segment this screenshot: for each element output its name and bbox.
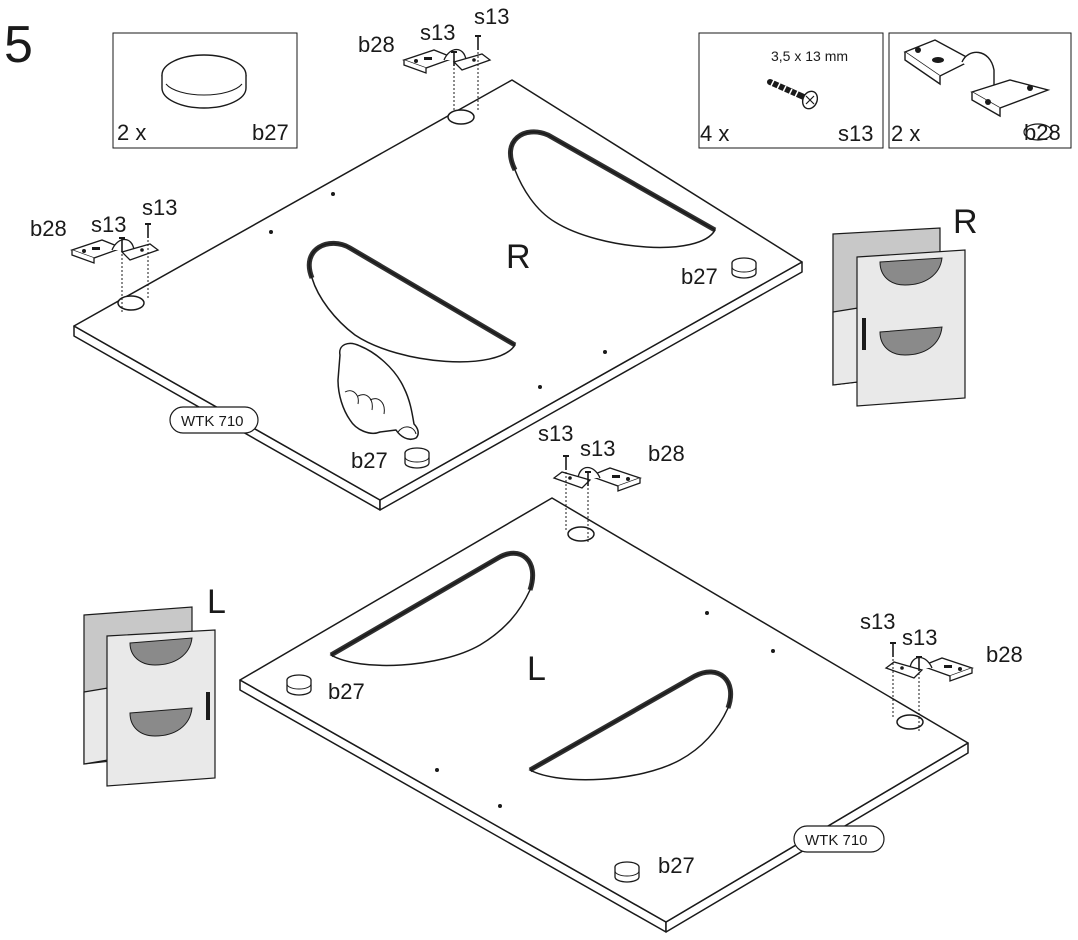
panel-side-label: L — [527, 650, 546, 688]
part-tag: WTK 710 — [169, 406, 259, 434]
legend-qty-b27: 2 x — [117, 120, 146, 145]
cabinet-icon: R — [832, 203, 978, 407]
label-b27: b27 — [658, 853, 695, 878]
handle-cutout — [507, 129, 717, 249]
label-s13: s13 — [474, 4, 509, 29]
legend-qty-b28: 2 x — [891, 121, 920, 146]
bumper-icon — [614, 861, 640, 883]
label-b28: b28 — [358, 32, 395, 57]
bumper-icon — [161, 54, 247, 109]
handle-cutout — [528, 669, 734, 781]
part-tag-text: WTK 710 — [805, 832, 868, 849]
screw-icon — [562, 455, 570, 471]
hinge-icon — [903, 39, 1053, 141]
legend-spec-s13: 3,5 x 13 mm — [771, 48, 848, 64]
label-b27: b27 — [328, 679, 365, 704]
bumper-icon — [404, 447, 430, 469]
label-s13: s13 — [860, 609, 895, 634]
label-b27: b27 — [351, 448, 388, 473]
label-b28: b28 — [986, 642, 1023, 667]
panel-side-label: R — [506, 238, 531, 276]
handle-cutout — [329, 550, 536, 667]
part-tag-text: WTK 710 — [181, 413, 244, 430]
legend-box-s13: 3,5 x 13 mm 4 x s13 — [698, 32, 884, 149]
legend-code-s13: s13 — [838, 121, 873, 146]
label-b28: b28 — [648, 441, 685, 466]
panel-left: L WTK 710 s13 s13 b28 s13 s13 b28 b27 b2… — [239, 421, 1023, 933]
hinge-icon — [885, 656, 973, 682]
legend-box-b28: 2 x b28 — [888, 32, 1072, 149]
screw-icon — [889, 642, 897, 658]
hand-icon — [337, 342, 419, 441]
part-tag: WTK 710 — [793, 825, 885, 853]
label-b27: b27 — [681, 264, 718, 289]
label-s13: s13 — [420, 20, 455, 45]
step-number: 5 — [4, 16, 33, 74]
screw-icon — [767, 79, 819, 110]
hinge-icon — [71, 238, 159, 264]
cabinet-side-label: L — [207, 583, 226, 621]
legend-qty-s13: 4 x — [700, 121, 729, 146]
bumper-icon — [286, 674, 312, 696]
handle-cutout — [306, 241, 517, 363]
legend-box-b27: 2 x b27 — [112, 32, 298, 149]
screw-icon — [474, 35, 482, 51]
label-s13: s13 — [142, 195, 177, 220]
label-s13: s13 — [538, 421, 573, 446]
panel-right: R WTK 710 b28 s13 s13 b28 s13 s13 b27 b2… — [30, 4, 803, 511]
hinge-icon — [553, 466, 641, 492]
legend-code-b28: b28 — [1024, 120, 1061, 145]
bumper-icon — [731, 257, 757, 279]
cabinet-icon: L — [83, 583, 226, 787]
label-s13: s13 — [91, 212, 126, 237]
label-s13: s13 — [902, 625, 937, 650]
cabinet-side-label: R — [953, 203, 978, 241]
label-b28: b28 — [30, 216, 67, 241]
screw-icon — [144, 223, 152, 239]
legend-code-b27: b27 — [252, 120, 289, 145]
hinge-icon — [403, 48, 491, 74]
label-s13: s13 — [580, 436, 615, 461]
